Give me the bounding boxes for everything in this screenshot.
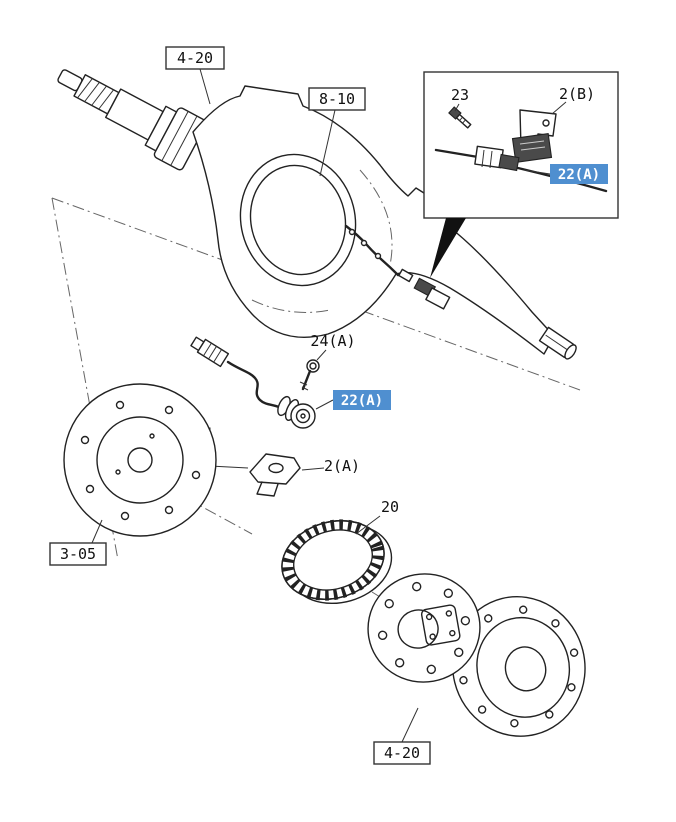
sensor-body xyxy=(277,395,316,429)
tone-ring-teeth xyxy=(281,519,385,601)
svg-text:4-20: 4-20 xyxy=(177,49,213,67)
ref-4-20-top[interactable]: 4-20 xyxy=(165,46,225,105)
ref-4-20-bottom[interactable]: 4-20 xyxy=(373,707,431,765)
brake-drum-part xyxy=(451,595,586,737)
inset-pointer xyxy=(430,218,466,278)
ref-3-05[interactable]: 3-05 xyxy=(49,519,107,566)
part-label-2b[interactable]: 2(B) xyxy=(559,85,595,103)
backing-plate-part xyxy=(63,383,217,537)
highlight-badge xyxy=(550,164,608,184)
highlight-badge xyxy=(333,390,391,410)
bolt-23-part xyxy=(448,106,472,129)
speed-sensor-assembly xyxy=(190,336,320,429)
part-label-23[interactable]: 23 xyxy=(451,86,469,104)
part-label-20[interactable]: 20 xyxy=(381,498,399,516)
tone-ring-part xyxy=(281,519,393,605)
wheel-hub-part xyxy=(367,573,481,683)
inset-detail: 23 2(B) 22(A) xyxy=(423,71,619,278)
bracket-2b-part xyxy=(511,109,557,164)
axle-housing xyxy=(192,85,577,360)
axle-harness xyxy=(344,224,451,310)
svg-text:4-20: 4-20 xyxy=(384,744,420,762)
svg-text:8-10: 8-10 xyxy=(319,90,355,108)
sensor-cable xyxy=(226,360,285,411)
svg-text:22(A): 22(A) xyxy=(558,167,600,183)
bracket-2a-part xyxy=(249,453,301,497)
ref-8-10[interactable]: 8-10 xyxy=(308,87,366,177)
bolt-24a-part xyxy=(299,359,320,391)
axle-shaft xyxy=(57,69,207,171)
svg-text:22(A): 22(A) xyxy=(341,393,383,409)
part-label-22a-inset[interactable]: 22(A) xyxy=(523,164,608,184)
axle-tube-end xyxy=(538,326,577,360)
part-label-24a[interactable]: 24(A) xyxy=(310,332,355,350)
svg-text:3-05: 3-05 xyxy=(60,545,96,563)
part-label-22a-main[interactable]: 22(A) xyxy=(315,390,391,410)
part-label-2a[interactable]: 2(A) xyxy=(324,457,360,475)
sensor-connector xyxy=(190,336,230,368)
